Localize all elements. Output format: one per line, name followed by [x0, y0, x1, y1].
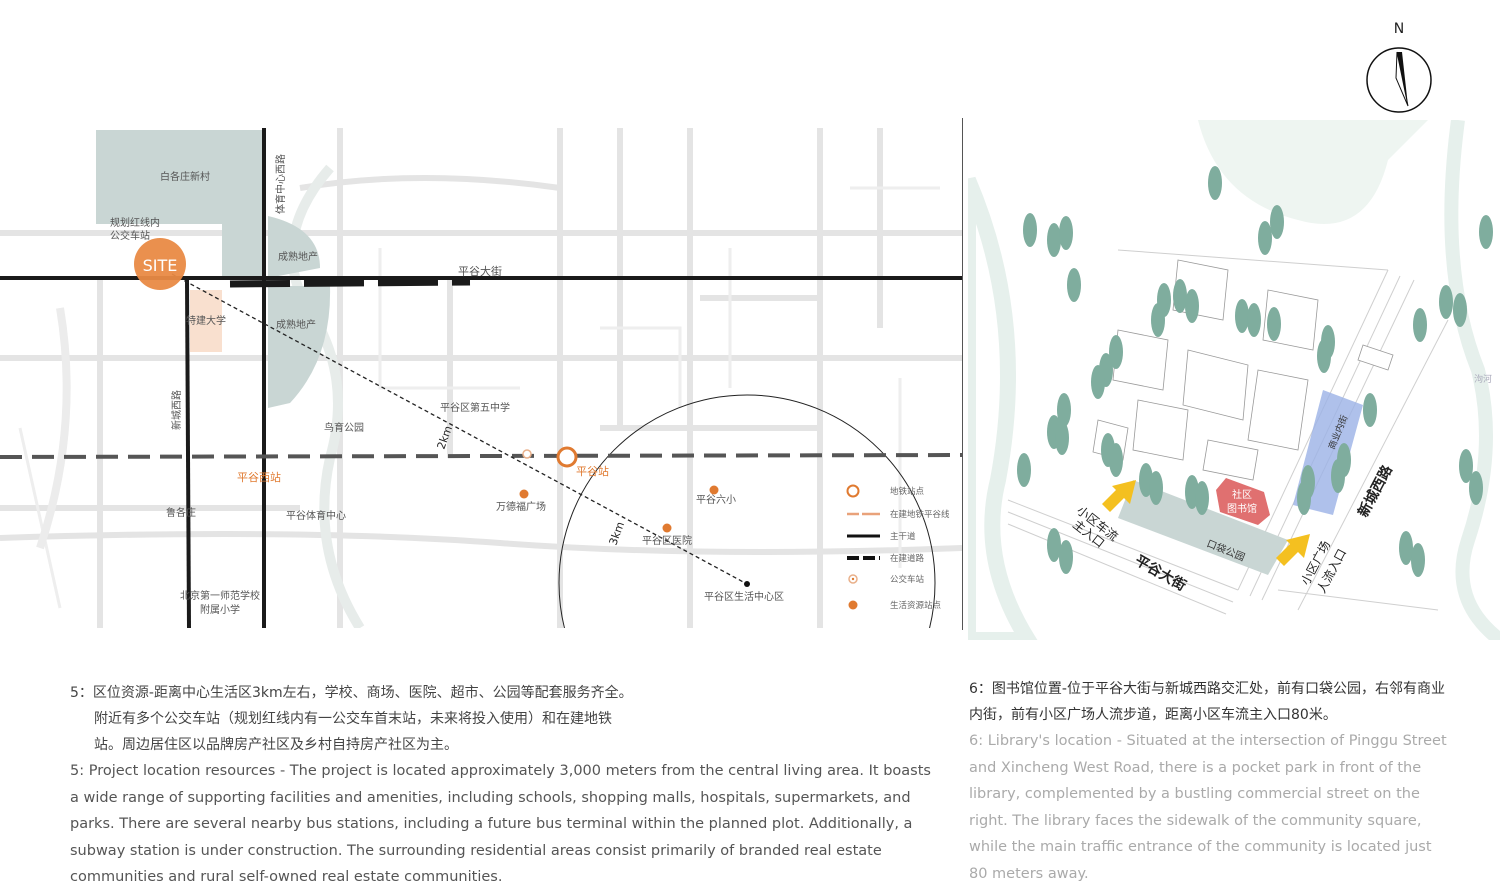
label-wanda-plaza: 万德福广场: [496, 500, 546, 513]
resource-point-icon: [519, 489, 529, 499]
label-pinggu-station: 平谷站: [576, 464, 609, 478]
living-center-point: [744, 581, 750, 587]
label-library-2: 图书馆: [1227, 502, 1257, 515]
label-baigezhuang: 白各庄新村: [160, 170, 210, 183]
legend-label: 地铁站点: [890, 486, 925, 497]
legend-label: 在建道路: [890, 553, 925, 564]
resource-point-icon: [662, 523, 672, 533]
label-pinggu-west-station: 平谷西站: [237, 470, 281, 484]
site-marker: [134, 238, 186, 290]
label-primary6: 平谷六小: [696, 494, 736, 506]
mature-estate-parcel-2: [268, 286, 331, 408]
caption-location-resources: 5：区位资源-距离中心生活区3km左右，学校、商场、医院、超市、公园等配套服务齐…: [70, 680, 940, 891]
caption-en: 6: Library's location - Situated at the …: [969, 733, 1447, 882]
label-hospital: 平谷区医院: [642, 534, 692, 547]
resource-point-icon: [709, 485, 719, 495]
residential-buildings: [1092, 259, 1394, 481]
label-library: 社区: [1232, 488, 1252, 501]
caption-en: 5: Project location resources - The proj…: [70, 763, 931, 885]
xincheng-west-road: [185, 279, 191, 628]
mature-estate-parcel: [268, 216, 320, 278]
resource-point-icon: [848, 600, 858, 610]
subway-line: [0, 453, 962, 459]
label-bnu: 北京第一师范学校: [180, 589, 260, 602]
caption-cn: 6：图书馆位置-位于平谷大街与新城西路交汇处，前有口袋公园，右邻有商业内街，前有…: [969, 681, 1445, 723]
label-pinggu-street: 平谷大街: [458, 264, 502, 278]
label-river: 泃河: [1474, 373, 1492, 385]
label-sports-center: 平谷体育中心: [286, 509, 346, 522]
label-university: 特建大学: [186, 314, 226, 327]
subway-station-icon: [846, 484, 860, 498]
legend-label: 主干道: [890, 531, 916, 542]
library: [1216, 478, 1270, 525]
caption-library-location: 6：图书馆位置-位于平谷大街与新城西路交汇处，前有口袋公园，右邻有商业内街，前有…: [969, 676, 1449, 887]
legend-label: 生活资源站点: [890, 600, 942, 611]
university-parcel: [190, 290, 222, 352]
caption-cn-line3: 站。周边居住区以品牌房产社区及乡村自持房产社区为主。: [94, 737, 458, 753]
label-tiyu-road: 体育中心西路: [274, 154, 287, 214]
axonometric-site-map: 口袋公园 商业内街 社区 图书馆: [968, 120, 1500, 640]
background-streets: [0, 128, 962, 628]
label-bus-terminal-2: 公交车站: [110, 229, 150, 242]
label-bnu-2: 附属小学: [200, 603, 240, 616]
map-legend: 地铁站点 在建地铁平谷线 主干道 在建道路 公交车站 生活资源站点: [846, 484, 950, 611]
pocket-park: [1118, 480, 1288, 575]
trees: [1017, 166, 1493, 577]
radius-3km-circle: [558, 394, 936, 628]
distance-line: [171, 273, 748, 585]
label-school5: 平谷区第五中学: [440, 401, 510, 414]
pedestrian-entrance-arrow: [1276, 534, 1310, 566]
caption-cn-line2: 附近有多个公交车站（规划红线内有一公交车首末站，未来将投入使用）和在建地铁: [94, 711, 612, 727]
legend-label: 在建地铁平谷线: [890, 509, 950, 520]
pinggu-station-icon: [556, 446, 578, 468]
location-map: SITE 白各庄新村 规划红线内 公交车站 体育中心西路 成熟地产 成熟地产 平…: [0, 128, 962, 628]
label-mature-estate-2: 成熟地产: [276, 318, 316, 331]
site-label: SITE: [143, 256, 178, 275]
label-living-center: 平谷区生活中心区: [704, 590, 784, 603]
label-mature-estate: 成熟地产: [278, 250, 318, 263]
label-bus-terminal: 规划红线内: [110, 216, 160, 229]
north-arrow-icon: N: [1366, 21, 1432, 113]
label-xincheng-road: 新城西路: [170, 390, 183, 430]
caption-cn-line1: 5：区位资源-距离中心生活区3km左右，学校、商场、医院、超市、公园等配套服务齐…: [70, 685, 633, 701]
divider: [962, 118, 963, 630]
bus-stop-icon: [522, 449, 532, 459]
label-park: 鸟育公园: [324, 421, 364, 434]
label-luge: 鲁各庄: [166, 506, 196, 519]
road-under-construction: [229, 278, 471, 288]
legend-label: 公交车站: [890, 574, 925, 585]
car-entrance-arrow: [1102, 480, 1136, 512]
north-label: N: [1394, 21, 1404, 37]
baigezhuang-parcel: [96, 130, 262, 278]
